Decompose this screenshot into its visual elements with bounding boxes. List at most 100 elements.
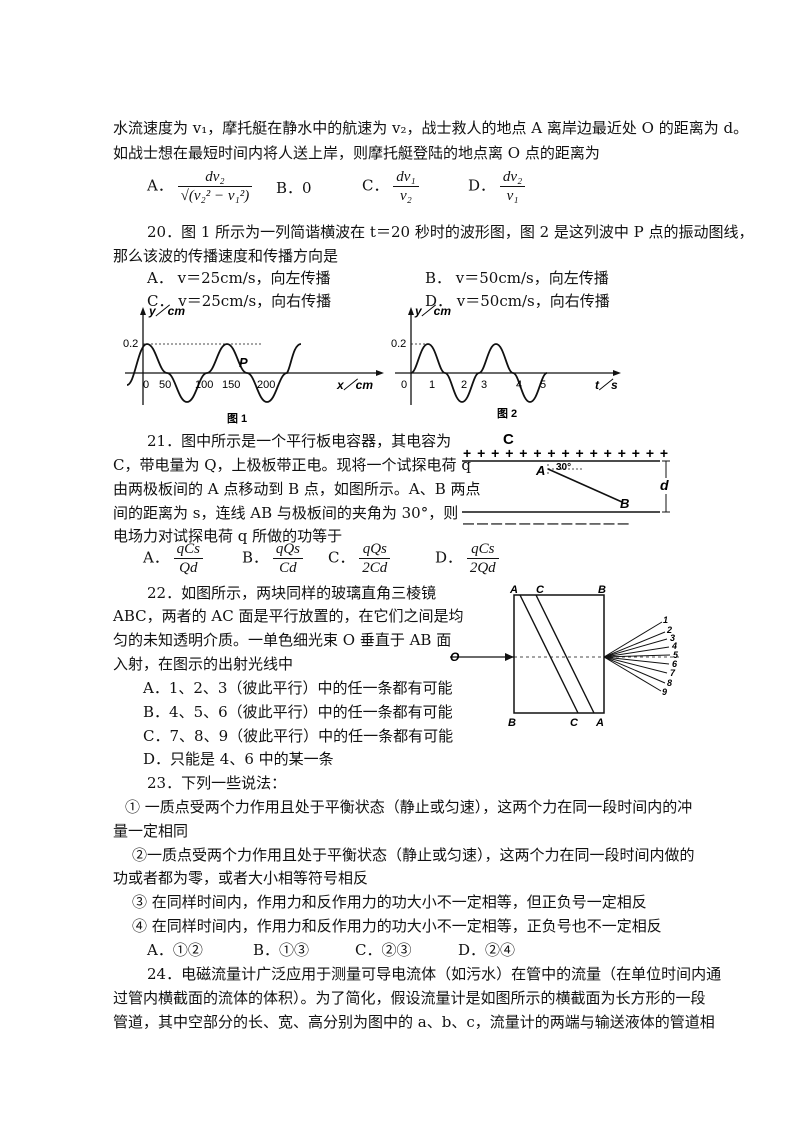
q22-option-b[interactable]: B．4、5、6（彼此平行）中的任一条都有可能 xyxy=(143,703,453,721)
q22-option-d[interactable]: D．只能是 4、6 中的某一条 xyxy=(143,750,334,768)
fig1-caption: 图 1 xyxy=(227,412,247,425)
fig2-xlabel: t／s xyxy=(595,378,618,392)
prism-2-hypotenuse xyxy=(535,594,595,714)
label-a-bottom: A xyxy=(595,717,604,729)
q20-option-b[interactable]: B． v＝50cm/s，向左传播 xyxy=(425,269,609,287)
fig1-xlabel: x／cm xyxy=(336,378,373,392)
fig2-amp-label: 0.2 xyxy=(391,338,406,350)
q23-option-b[interactable]: B．①③ xyxy=(253,941,310,959)
q19-line1: 水流速度为 v₁，摩托艇在静水中的航速为 v₂，战士救人的地点 A 离岸边最近处… xyxy=(113,119,749,137)
q22-line4: 入射，在图示的出射光线中 xyxy=(113,655,294,673)
exit-ray-4 xyxy=(603,646,670,658)
q23-option-a[interactable]: A．①② xyxy=(147,941,203,959)
fig1-tick-50: 50 xyxy=(159,379,171,391)
q21-line1: 21．图中所示是一个平行板电容器，其电容为 xyxy=(147,432,452,450)
incident-arrow xyxy=(505,653,514,661)
fig2-tick-4: 4 xyxy=(516,379,522,391)
fig1-tick-150: 150 xyxy=(222,379,240,391)
q22-option-c[interactable]: C．7、8、9（彼此平行）中的任一条都有可能 xyxy=(143,727,454,745)
ray-label-9: 9 xyxy=(662,687,667,697)
fig2-tick-3: 3 xyxy=(481,379,487,391)
exit-ray-8 xyxy=(603,656,666,684)
capacitor-figure: C + + + + + + + + + + + + + + + — — — — … xyxy=(462,431,670,530)
fig2-origin: 0 xyxy=(401,379,407,391)
q20-option-d[interactable]: D． v＝50cm/s，向右传播 xyxy=(425,292,610,310)
exit-rays xyxy=(603,621,671,692)
q22-line1: 22．如图所示，两块同样的玻璃直角三棱镜 xyxy=(147,584,437,602)
q23-option-c[interactable]: C．②③ xyxy=(355,941,412,959)
q23-statement-1a: ① 一质点受两个力作用且处于平衡状态（静止或匀速），这两个力在同一段时间内的冲 xyxy=(125,798,693,816)
ray-label-3: 3 xyxy=(670,633,675,643)
label-c-top: C xyxy=(536,584,545,596)
q19-line2: 如战士想在最短时间内将人送上岸，则摩托艇登陆的地点离 O 点的距离为 xyxy=(113,144,600,162)
point-a-label: A xyxy=(535,463,545,478)
q24-line3: 管道，其中空部分的长、宽、高分别为图中的 a、b、c，流量计的两端与输送液体的管… xyxy=(113,1013,715,1031)
capacitor-label-c: C xyxy=(503,431,514,448)
fig1-wave xyxy=(126,343,302,403)
exit-ray-5 xyxy=(603,654,671,658)
q23-statement-2a: ②一质点受两个力作用且处于平衡状态（静止或匀速），这两个力在同一段时间内做的 xyxy=(132,846,695,864)
q19-option-a[interactable]: A． dv₂√(v₂² − v₁²) xyxy=(147,168,253,205)
q24-line1: 24．电磁流量计广泛应用于测量可导电流体（如污水）在管中的流量（在单位时间内通 xyxy=(147,965,722,983)
exit-ray-7 xyxy=(603,656,668,674)
ray-label-4: 4 xyxy=(671,641,677,651)
fig1-y-arrow xyxy=(140,307,146,315)
ray-label-2: 2 xyxy=(666,625,672,635)
q22-line2: ABC，两者的 AC 面是平行放置的，在它们之间是均 xyxy=(113,607,464,625)
fig1-tick-200: 200 xyxy=(257,379,275,391)
point-b-label: B xyxy=(620,496,629,511)
wave-figure-1: y／cm 0.2 0 50 100 150 200 P x／cm 图 1 xyxy=(123,304,384,425)
q23-statement-2b: 功或者都为零，或者大小相等符号相反 xyxy=(113,869,369,887)
q23-statement-3: ③ 在同样时间内，作用力和反作用力的功大小不一定相等，但正负号一定相反 xyxy=(132,893,647,911)
angle-label: 30° xyxy=(556,462,571,473)
q22-option-a[interactable]: A．1、2、3（彼此平行）中的任一条都有可能 xyxy=(143,679,453,697)
fig1-x-arrow xyxy=(376,370,384,376)
fig2-tick-1: 1 xyxy=(429,379,435,391)
label-b-top: B xyxy=(598,584,606,596)
q19-option-b[interactable]: B．0 xyxy=(276,179,312,197)
ray-label-6: 6 xyxy=(672,659,678,669)
label-a-top: A xyxy=(509,584,518,596)
q21-line5: 电场力对试探电荷 q 所做的功等于 xyxy=(113,527,343,545)
q20-option-c[interactable]: C． v＝25cm/s，向右传播 xyxy=(147,292,332,310)
fig2-y-arrow xyxy=(408,307,414,315)
fig2-tick-2: 2 xyxy=(461,379,467,391)
ray-label-8: 8 xyxy=(667,678,672,688)
label-b-bottom: B xyxy=(508,717,516,729)
q24-line2: 过管内横截面的流体的体积）。为了简化，假设流量计是如图所示的横截面为长方形的一段 xyxy=(113,989,706,1007)
ray-label-7: 7 xyxy=(670,668,676,678)
vibration-figure-2: y／cm 0.2 0 1 2 3 4 5 t／s 图 2 xyxy=(391,304,621,420)
prism-figure: A C B B C A O 1 2 3 4 5 6 7 8 9 xyxy=(450,584,682,729)
fig1-tick-100: 100 xyxy=(195,379,213,391)
q20-option-a[interactable]: A． v＝25cm/s，向左传播 xyxy=(147,269,331,287)
fig2-caption: 图 2 xyxy=(497,407,517,420)
fig2-tick-5: 5 xyxy=(540,379,546,391)
exit-ray-2 xyxy=(603,631,666,658)
fig1-origin: 0 xyxy=(143,379,149,391)
q20-line1: 20．图 1 所示为一列简谐横波在 t＝20 秒时的波形图，图 2 是这列波中 … xyxy=(147,223,754,241)
q23-option-d[interactable]: D．②④ xyxy=(458,941,516,959)
ray-label-1: 1 xyxy=(663,615,668,625)
exit-ray-9 xyxy=(603,656,662,692)
fig2-ylabel: y／cm xyxy=(414,304,451,318)
q23-statement-4: ④ 在同样时间内，作用力和反作用力的功大小不一定相等，正负号也不一定相反 xyxy=(132,917,662,935)
ray-label-5: 5 xyxy=(673,650,679,660)
label-c-bottom: C xyxy=(570,717,579,729)
lower-plate-charges: — — — — — — — — — — — — xyxy=(463,518,629,530)
prism-outline xyxy=(513,594,605,714)
prism-1-hypotenuse xyxy=(519,594,579,714)
fig1-ylabel: y／cm xyxy=(148,304,185,318)
exit-ray-1 xyxy=(603,621,663,658)
fig2-wave xyxy=(410,343,548,403)
exit-ray-6 xyxy=(603,656,670,665)
q20-line2: 那么该波的传播速度和传播方向是 xyxy=(113,247,339,265)
fig2-x-arrow xyxy=(613,370,621,376)
exit-ray-3 xyxy=(603,638,668,658)
q21-line2: C，带电量为 Q，上极板带正电。现将一个试探电荷 q xyxy=(113,456,471,474)
